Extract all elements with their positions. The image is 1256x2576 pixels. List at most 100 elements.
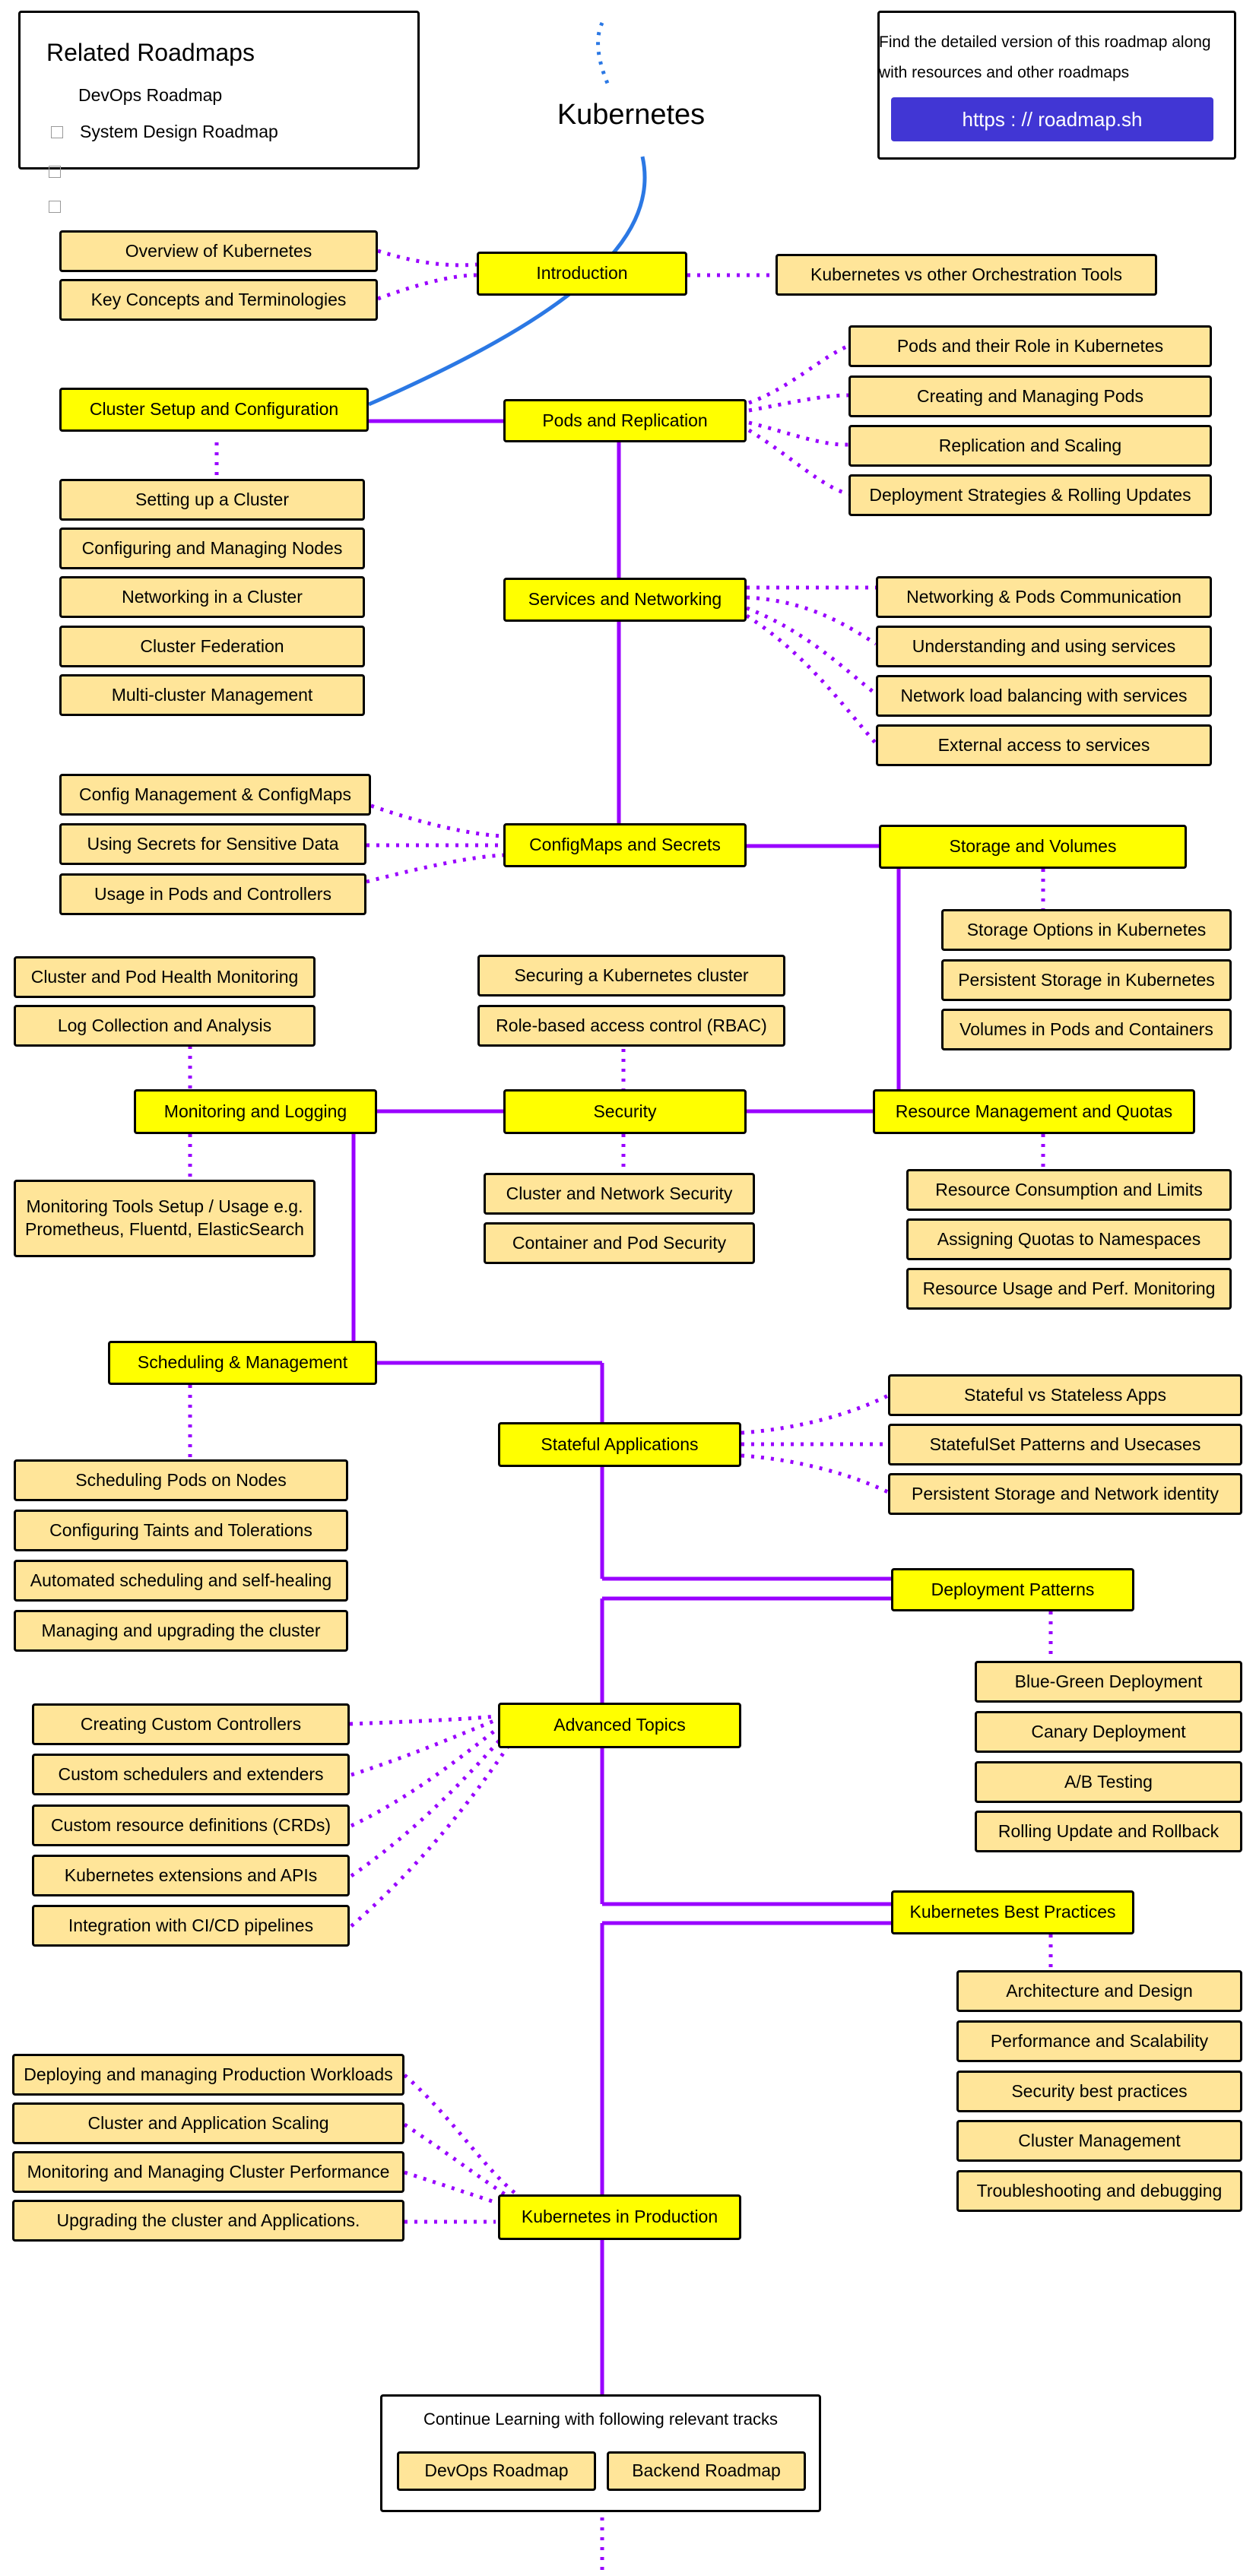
subtopic-cluster-management[interactable]: Cluster Management <box>956 2120 1242 2162</box>
subtopic-replication-and-scaling[interactable]: Replication and Scaling <box>848 425 1212 467</box>
checkbox-icon[interactable] <box>49 166 61 178</box>
node-label: Stateful vs Stateless Apps <box>964 1384 1166 1405</box>
subtopic-pods-and-their-role-in-kubernetes[interactable]: Pods and their Role in Kubernetes <box>848 325 1212 367</box>
subtopic-log-collection-and-analysis[interactable]: Log Collection and Analysis <box>14 1005 316 1047</box>
subtopic-overview-of-kubernetes[interactable]: Overview of Kubernetes <box>59 230 378 272</box>
subtopic-container-and-pod-security[interactable]: Container and Pod Security <box>484 1222 755 1264</box>
related-roadmap-system-design[interactable]: System Design Roadmap <box>51 122 278 142</box>
node-label: Networking & Pods Communication <box>906 586 1181 607</box>
subtopic-kubernetes-extensions-and-apis[interactable]: Kubernetes extensions and APIs <box>32 1855 350 1896</box>
checkbox-icon[interactable] <box>51 125 63 138</box>
related-roadmap-devops[interactable]: DevOps Roadmap <box>78 85 222 106</box>
subtopic-setting-up-a-cluster[interactable]: Setting up a Cluster <box>59 479 365 521</box>
subtopic-managing-and-upgrading-the-cluster[interactable]: Managing and upgrading the cluster <box>14 1610 348 1652</box>
node-label: Architecture and Design <box>1006 1980 1193 2001</box>
node-label: Cluster Management <box>1018 2130 1181 2150</box>
subtopic-cluster-federation[interactable]: Cluster Federation <box>59 626 365 667</box>
node-label: Automated scheduling and self-healing <box>30 1570 332 1590</box>
start-dotted-line <box>596 21 611 86</box>
topic-configmaps-and-secrets[interactable]: ConfigMaps and Secrets <box>503 823 747 867</box>
node-label: Integration with CI/CD pipelines <box>68 1915 314 1935</box>
subtopic-kubernetes-vs-other-orchestration-tools[interactable]: Kubernetes vs other Orchestration Tools <box>775 254 1157 296</box>
subtopic-storage-options-in-kubernetes[interactable]: Storage Options in Kubernetes <box>941 909 1232 951</box>
subtopic-config-management-configmaps[interactable]: Config Management & ConfigMaps <box>59 774 371 816</box>
node-label: Backend Roadmap <box>632 2460 781 2481</box>
subtopic-blue-green-deployment[interactable]: Blue-Green Deployment <box>975 1661 1242 1703</box>
topic-scheduling-management[interactable]: Scheduling & Management <box>108 1341 377 1385</box>
subtopic-understanding-and-using-services[interactable]: Understanding and using services <box>876 626 1212 667</box>
subtopic-resource-usage-and-perf-monitoring[interactable]: Resource Usage and Perf. Monitoring <box>906 1268 1232 1310</box>
subtopic-deploying-and-managing-production-workloads[interactable]: Deploying and managing Production Worklo… <box>12 2054 404 2096</box>
node-label: Configuring and Managing Nodes <box>81 537 343 558</box>
subtopic-volumes-in-pods-and-containers[interactable]: Volumes in Pods and Containers <box>941 1009 1232 1050</box>
subtopic-canary-deployment[interactable]: Canary Deployment <box>975 1711 1242 1753</box>
subtopic-assigning-quotas-to-namespaces[interactable]: Assigning Quotas to Namespaces <box>906 1218 1232 1260</box>
topic-stateful-applications[interactable]: Stateful Applications <box>498 1422 741 1467</box>
subtopic-resource-consumption-and-limits[interactable]: Resource Consumption and Limits <box>906 1169 1232 1211</box>
subtopic-external-access-to-services[interactable]: External access to services <box>876 724 1212 766</box>
subtopic-network-load-balancing-with-services[interactable]: Network load balancing with services <box>876 675 1212 717</box>
subtopic-rolling-update-and-rollback[interactable]: Rolling Update and Rollback <box>975 1811 1242 1852</box>
topic-kubernetes-best-practices[interactable]: Kubernetes Best Practices <box>891 1890 1134 1934</box>
subtopic-networking-pods-communication[interactable]: Networking & Pods Communication <box>876 576 1212 618</box>
subtopic-upgrading-the-cluster-and-applications[interactable]: Upgrading the cluster and Applications. <box>12 2200 404 2242</box>
subtopic-securing-a-kubernetes-cluster[interactable]: Securing a Kubernetes cluster <box>477 955 785 996</box>
subtopic-using-secrets-for-sensitive-data[interactable]: Using Secrets for Sensitive Data <box>59 823 366 865</box>
topic-storage-and-volumes[interactable]: Storage and Volumes <box>879 825 1187 869</box>
subtopic-custom-resource-definitions-crds[interactable]: Custom resource definitions (CRDs) <box>32 1804 350 1846</box>
topic-services-and-networking[interactable]: Services and Networking <box>503 578 747 622</box>
node-label: Container and Pod Security <box>512 1232 727 1253</box>
subtopic-integration-with-ci-cd-pipelines[interactable]: Integration with CI/CD pipelines <box>32 1905 350 1947</box>
continue-track-backend-roadmap[interactable]: Backend Roadmap <box>607 2451 806 2491</box>
topic-monitoring-and-logging[interactable]: Monitoring and Logging <box>134 1089 377 1134</box>
subtopic-configuring-taints-and-tolerations[interactable]: Configuring Taints and Tolerations <box>14 1510 348 1551</box>
node-label: Pods and their Role in Kubernetes <box>896 335 1164 356</box>
subtopic-stateful-vs-stateless-apps[interactable]: Stateful vs Stateless Apps <box>888 1374 1242 1416</box>
topic-introduction[interactable]: Introduction <box>477 252 687 296</box>
topic-pods-and-replication[interactable]: Pods and Replication <box>503 399 747 442</box>
subtopic-creating-custom-controllers[interactable]: Creating Custom Controllers <box>32 1703 350 1745</box>
subtopic-configuring-and-managing-nodes[interactable]: Configuring and Managing Nodes <box>59 528 365 569</box>
node-label: Kubernetes in Production <box>521 2207 718 2227</box>
subtopic-deployment-strategies-rolling-updates[interactable]: Deployment Strategies & Rolling Updates <box>848 474 1212 516</box>
subtopic-creating-and-managing-pods[interactable]: Creating and Managing Pods <box>848 375 1212 417</box>
subtopic-custom-schedulers-and-extenders[interactable]: Custom schedulers and extenders <box>32 1754 350 1795</box>
subtopic-architecture-and-design[interactable]: Architecture and Design <box>956 1970 1242 2012</box>
subtopic-monitoring-and-managing-cluster-performance[interactable]: Monitoring and Managing Cluster Performa… <box>12 2151 404 2193</box>
node-label: Volumes in Pods and Containers <box>959 1019 1213 1039</box>
subtopic-performance-and-scalability[interactable]: Performance and Scalability <box>956 2020 1242 2062</box>
node-label: Blue-Green Deployment <box>1014 1671 1203 1691</box>
node-label: Cluster Federation <box>140 635 284 656</box>
topic-resource-management-and-quotas[interactable]: Resource Management and Quotas <box>873 1089 1195 1134</box>
subtopic-usage-in-pods-and-controllers[interactable]: Usage in Pods and Controllers <box>59 873 366 915</box>
topic-advanced-topics[interactable]: Advanced Topics <box>498 1703 741 1748</box>
node-label: Assigning Quotas to Namespaces <box>937 1228 1201 1249</box>
subtopic-persistent-storage-in-kubernetes[interactable]: Persistent Storage in Kubernetes <box>941 959 1232 1001</box>
node-label: Networking in a Cluster <box>122 586 303 607</box>
subtopic-cluster-and-network-security[interactable]: Cluster and Network Security <box>484 1173 755 1215</box>
topic-security[interactable]: Security <box>503 1089 747 1134</box>
checkbox-icon[interactable] <box>49 201 61 213</box>
subtopic-security-best-practices[interactable]: Security best practices <box>956 2071 1242 2112</box>
subtopic-role-based-access-control-rbac[interactable]: Role-based access control (RBAC) <box>477 1005 785 1047</box>
subtopic-persistent-storage-and-network-identity[interactable]: Persistent Storage and Network identity <box>888 1473 1242 1515</box>
topic-cluster-setup-and-configuration[interactable]: Cluster Setup and Configuration <box>59 388 369 432</box>
subtopic-monitoring-tools-setup-usage-e-g-prometheus-fluentd-elasticsearch[interactable]: Monitoring Tools Setup / Usage e.g. Prom… <box>14 1180 316 1257</box>
subtopic-automated-scheduling-and-self-healing[interactable]: Automated scheduling and self-healing <box>14 1560 348 1602</box>
node-label: Creating and Managing Pods <box>917 385 1143 406</box>
node-label: Managing and upgrading the cluster <box>41 1620 321 1640</box>
subtopic-statefulset-patterns-and-usecases[interactable]: StatefulSet Patterns and Usecases <box>888 1424 1242 1465</box>
subtopic-key-concepts-and-terminologies[interactable]: Key Concepts and Terminologies <box>59 279 378 321</box>
subtopic-networking-in-a-cluster[interactable]: Networking in a Cluster <box>59 576 365 618</box>
node-label: Config Management & ConfigMaps <box>79 784 351 804</box>
roadmap-link-button[interactable]: https : // roadmap.sh <box>891 97 1213 141</box>
continue-track-devops-roadmap[interactable]: DevOps Roadmap <box>397 2451 596 2491</box>
subtopic-troubleshooting-and-debugging[interactable]: Troubleshooting and debugging <box>956 2170 1242 2212</box>
topic-kubernetes-in-production[interactable]: Kubernetes in Production <box>498 2194 741 2240</box>
subtopic-multi-cluster-management[interactable]: Multi-cluster Management <box>59 674 365 716</box>
subtopic-cluster-and-pod-health-monitoring[interactable]: Cluster and Pod Health Monitoring <box>14 956 316 998</box>
subtopic-cluster-and-application-scaling[interactable]: Cluster and Application Scaling <box>12 2102 404 2144</box>
subtopic-scheduling-pods-on-nodes[interactable]: Scheduling Pods on Nodes <box>14 1459 348 1501</box>
topic-deployment-patterns[interactable]: Deployment Patterns <box>891 1568 1134 1611</box>
subtopic-a-b-testing[interactable]: A/B Testing <box>975 1761 1242 1803</box>
